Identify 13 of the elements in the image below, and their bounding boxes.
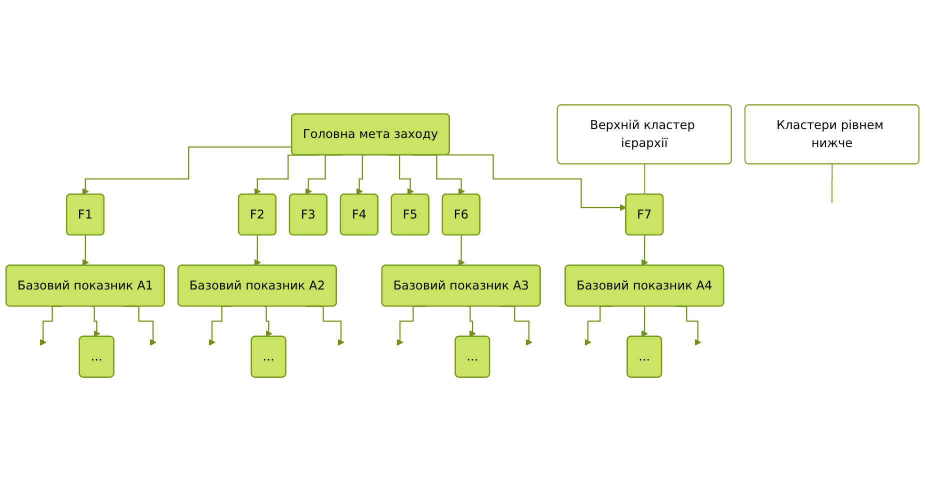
arrow [356, 154, 366, 195]
connector [644, 164, 646, 196]
connector [831, 164, 833, 204]
arrow [447, 154, 627, 211]
arrow [468, 306, 476, 337]
arrow [264, 306, 272, 337]
arrow [641, 306, 648, 337]
arrow [92, 306, 100, 337]
arrow [82, 234, 89, 266]
arrow [641, 234, 648, 266]
arrow [458, 234, 465, 266]
arrow [254, 234, 261, 266]
arrow [82, 146, 292, 195]
